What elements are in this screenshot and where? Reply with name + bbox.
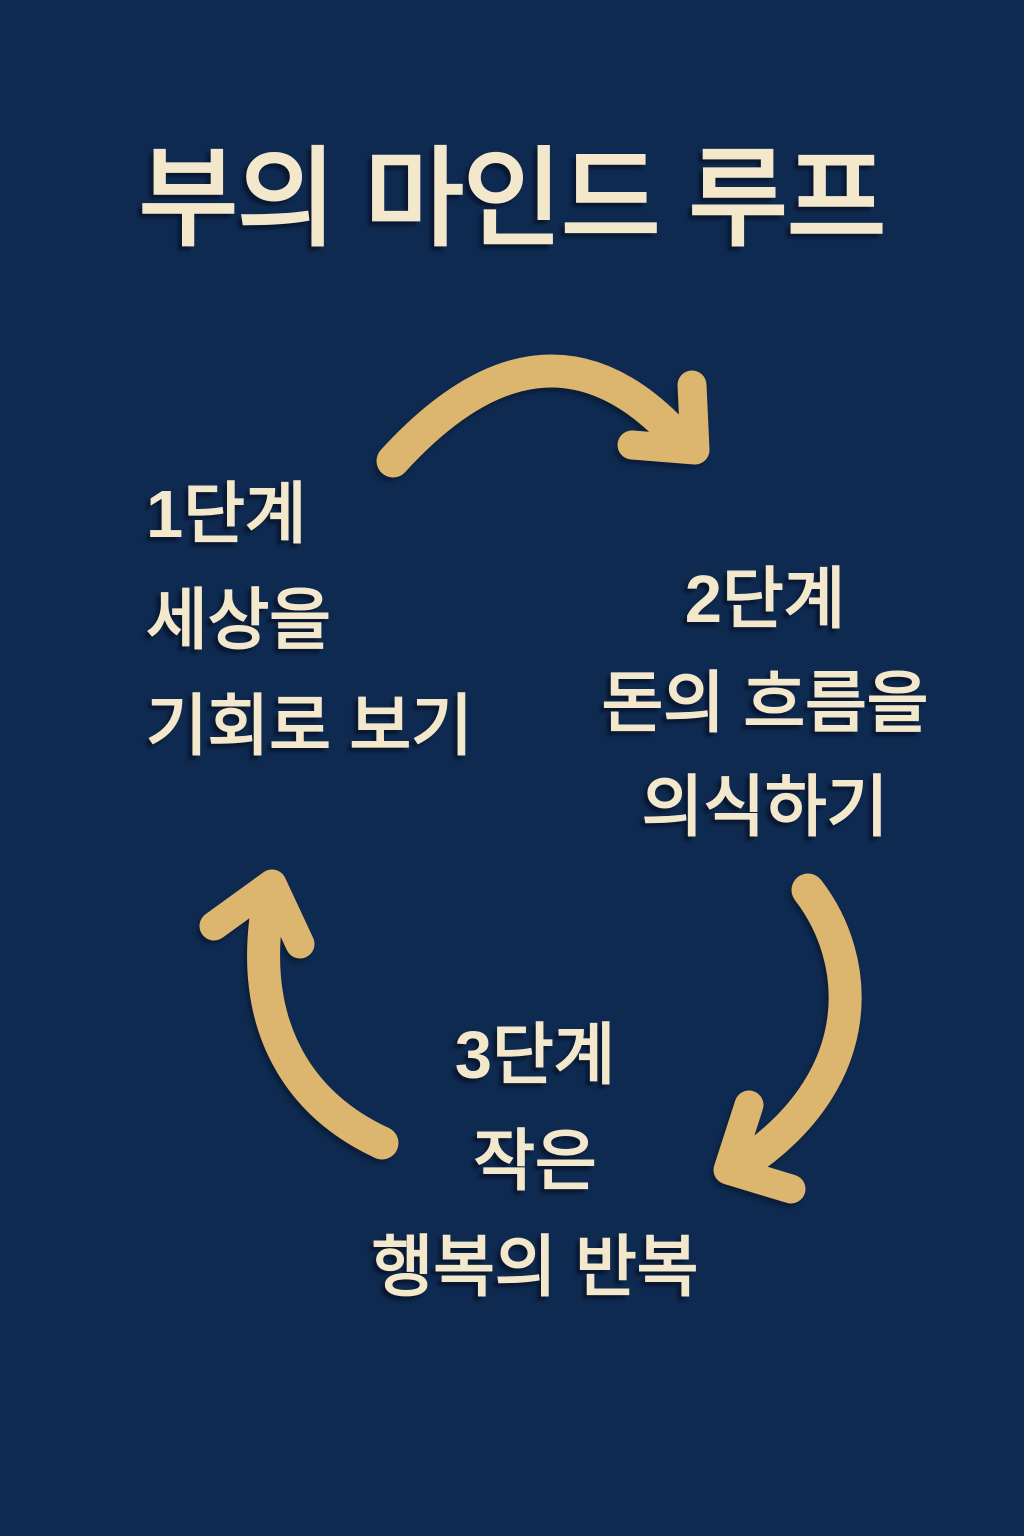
stage-2-text-line-1: 돈의 흐름을	[601, 666, 929, 741]
stage-1-text-line-1: 세상을	[146, 583, 331, 658]
stage-3-text-line-2: 행복의 반복	[371, 1230, 699, 1305]
stage-1-block: 1단계 세상을 기회로 보기	[146, 462, 473, 780]
arrow-stage1-to-stage2-icon	[376, 354, 710, 478]
page-title: 부의 마인드 루프	[138, 138, 887, 259]
arrow-stage3-to-stage1-icon	[199, 869, 399, 1160]
stage-2-number: 2단계	[684, 562, 846, 637]
stage-3-block: 3단계 작은 행복의 반복	[335, 1003, 735, 1321]
stage-2-text-line-2: 의식하기	[641, 770, 889, 845]
arrow-stage2-to-stage3-icon	[713, 873, 862, 1204]
stage-3-text-line-1: 작은	[473, 1124, 597, 1199]
stage-1-number: 1단계	[146, 477, 307, 552]
stage-3-number: 3단계	[454, 1018, 616, 1093]
stage-1-text-line-2: 기회로 보기	[146, 689, 473, 764]
stage-2-block: 2단계 돈의 흐름을 의식하기	[565, 548, 965, 860]
